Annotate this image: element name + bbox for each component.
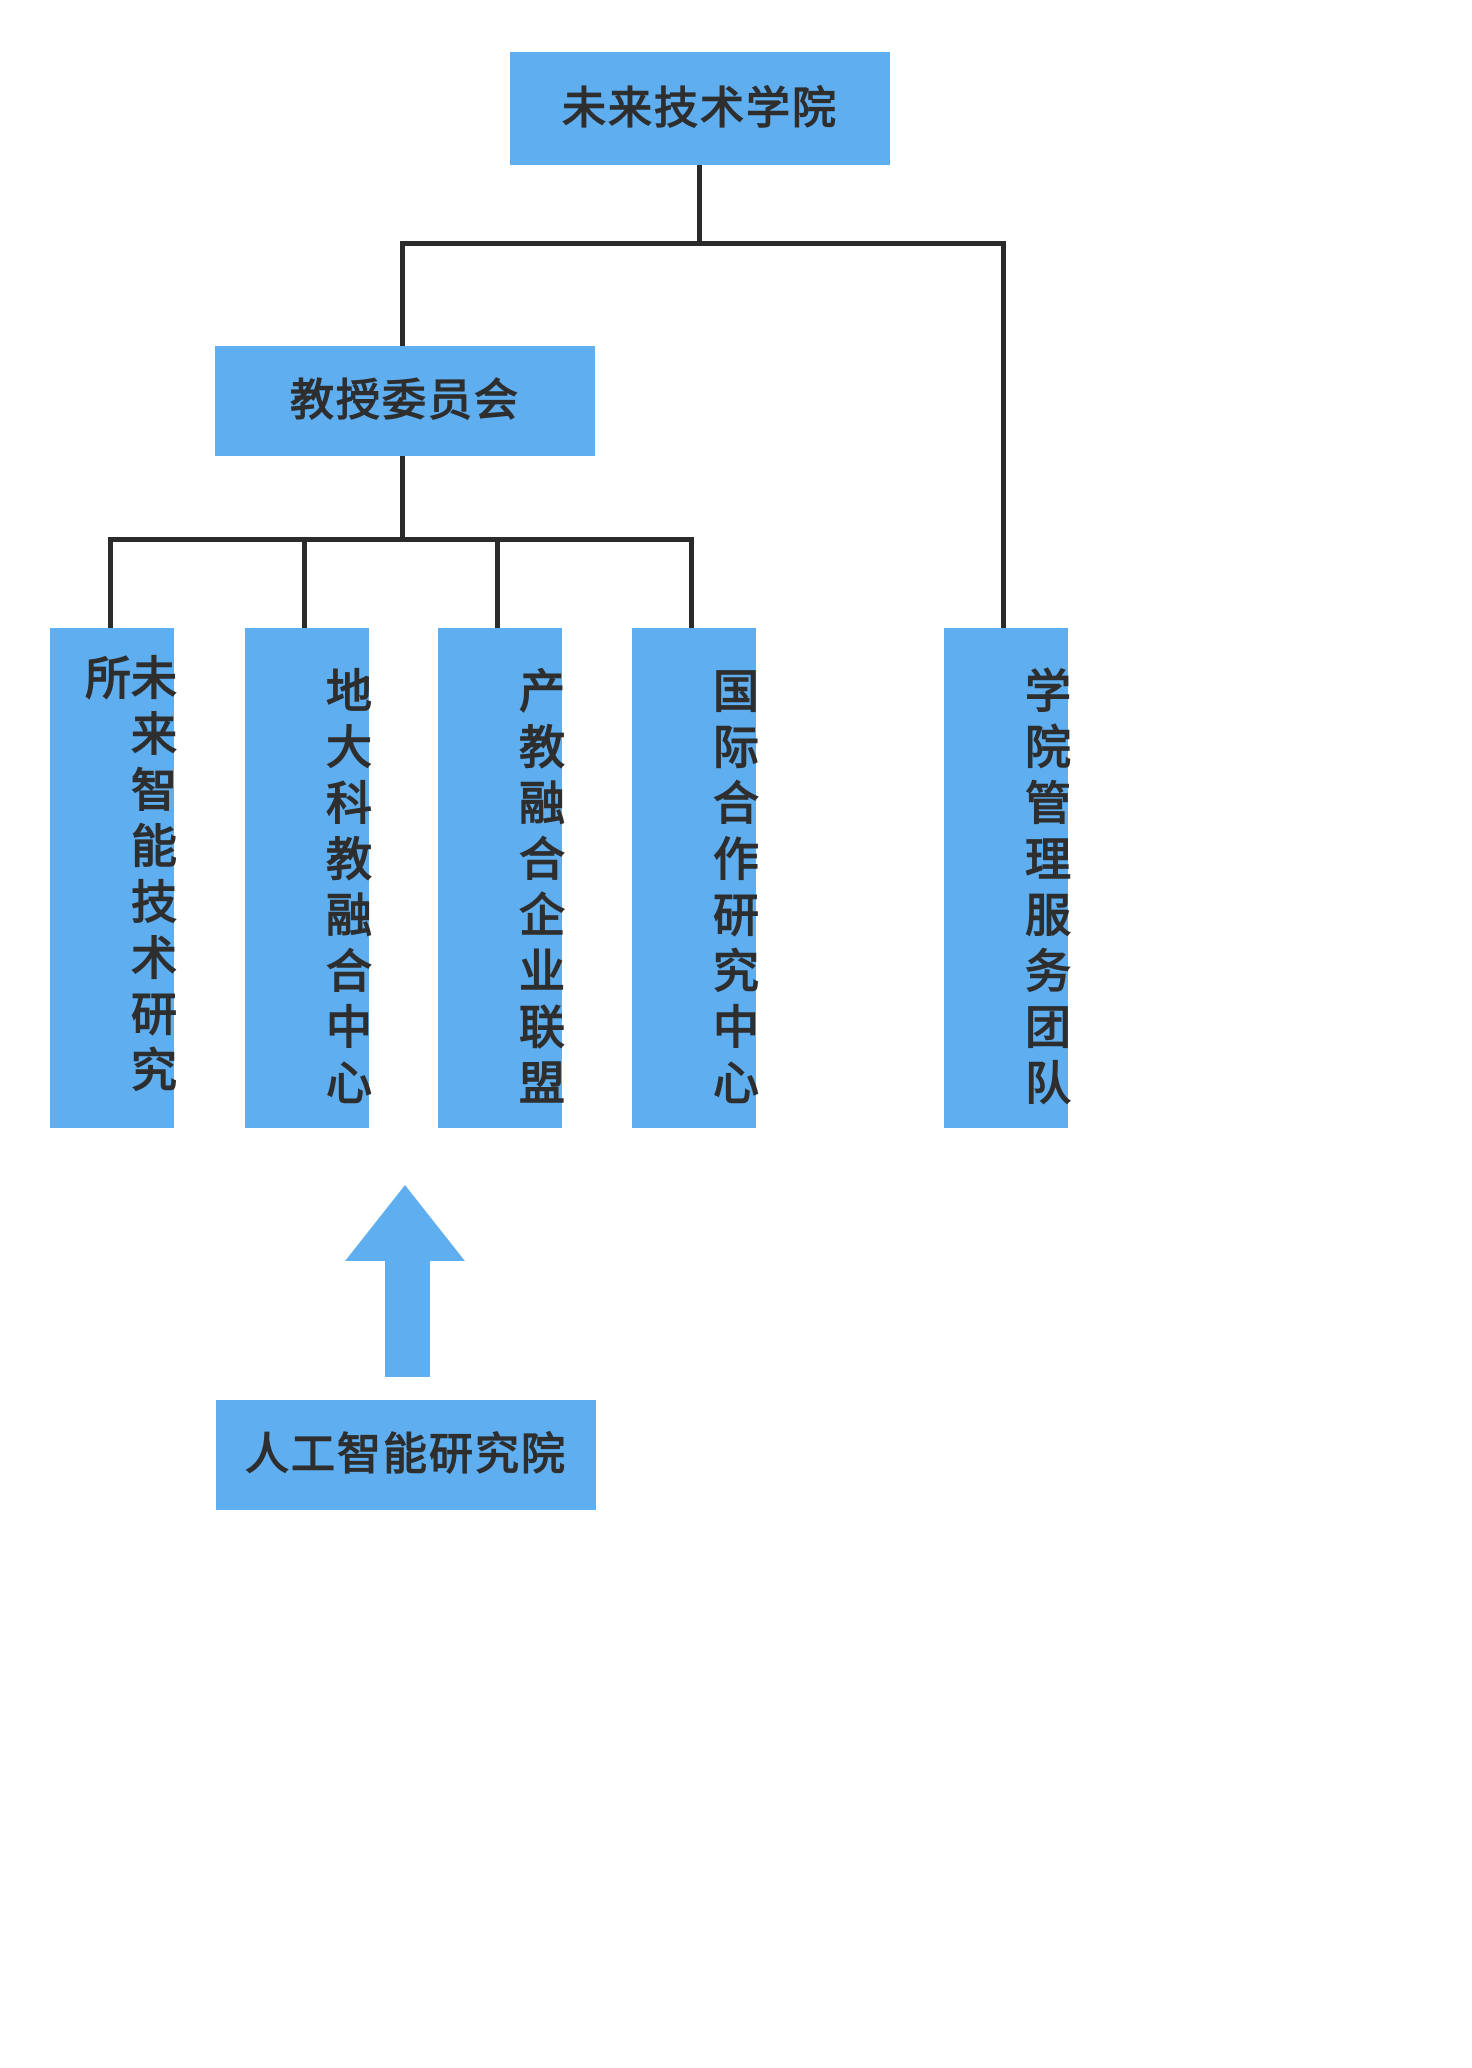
arrow-head: [345, 1185, 465, 1261]
node-ai-research-institute[interactable]: 人工智能研究院: [216, 1400, 596, 1510]
connector-root-bus: [400, 241, 1006, 246]
node-college-management-service-team[interactable]: 学院管理服务团队: [944, 628, 1071, 1128]
node-unit-future-intelligent-tech-institute[interactable]: 未来智能技术研究所: [50, 628, 177, 1128]
connector-committee-to-unit-1: [108, 537, 113, 629]
connector-committee-to-unit-2: [302, 537, 307, 629]
connector-committee-to-unit-3: [495, 537, 500, 629]
node-unit-cugb-education-research-center[interactable]: 地大科教融合中心: [245, 628, 372, 1128]
node-root-college[interactable]: 未来技术学院: [510, 52, 890, 165]
connector-root-to-service-team: [1001, 241, 1006, 628]
connector-root-to-committee: [400, 241, 405, 346]
connector-committee-stem: [400, 456, 405, 539]
node-unit-industry-education-enterprise-alliance[interactable]: 产教融合企业联盟: [438, 628, 565, 1128]
arrow-up-icon: [345, 1185, 470, 1377]
connector-committee-bus: [108, 537, 694, 542]
arrow-shaft: [385, 1259, 430, 1377]
node-professors-committee[interactable]: 教授委员会: [215, 346, 595, 456]
connector-root-stem: [697, 165, 702, 243]
connector-committee-to-unit-4: [689, 537, 694, 629]
node-unit-international-cooperation-research-center[interactable]: 国际合作研究中心: [632, 628, 759, 1128]
